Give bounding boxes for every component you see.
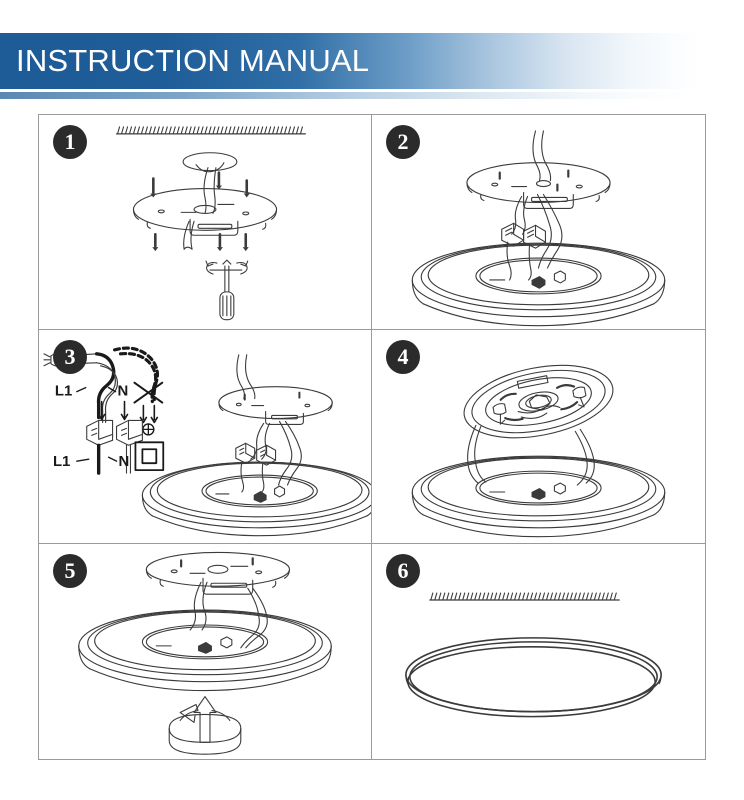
wire-label-neutral-top: N [118, 383, 129, 399]
page-title: INSTRUCTION MANUAL [16, 43, 370, 78]
ceiling-cable-outlet-icon [182, 152, 238, 214]
header-underbar [0, 92, 744, 99]
ceiling-hatching-icon [115, 126, 306, 135]
wire-label-live-top: L1 [55, 383, 72, 399]
panel-1-illustration [115, 126, 306, 321]
supply-cable-icon [236, 353, 256, 399]
instruction-panel-2: 2 [372, 115, 705, 330]
panel-6-illustration [405, 592, 662, 718]
direction-arrow-icon-group [97, 400, 129, 420]
terminal-connector-icon-2 [523, 224, 547, 281]
panel-4-illustration [411, 364, 666, 537]
fixture-base-icon [78, 609, 332, 692]
screw-icon-group-lower [152, 232, 249, 252]
rotate-arrow-icon [168, 704, 242, 756]
instruction-panel-6: 6 [372, 544, 705, 759]
mounting-plate-icon [218, 385, 333, 425]
neutral-wire-icon [96, 361, 119, 423]
fixture-base-icon [141, 461, 371, 536]
instruction-panel-5: 5 [39, 544, 372, 759]
live-wire-icon [94, 351, 116, 419]
terminal-connector-icon-1 [501, 222, 525, 281]
mounting-plate-icon [466, 162, 611, 209]
installed-fixture-icon [405, 637, 662, 718]
step-number-badge-2: 2 [386, 125, 420, 159]
terminal-connector-icon-live [86, 419, 114, 475]
step-number-badge-1: 1 [53, 125, 87, 159]
step-number-badge-5: 5 [53, 554, 87, 589]
fixture-cover-tilted-icon [463, 364, 614, 438]
panel-2-illustration [411, 130, 666, 327]
instruction-panel-grid: 1 [38, 114, 706, 760]
instruction-panel-1: 1 [39, 115, 372, 330]
panel-5-illustration [78, 552, 332, 756]
wire-label-live-bottom: L1 [53, 454, 70, 470]
instruction-panel-3: 3 [39, 329, 372, 545]
supply-cable-icon [532, 130, 552, 188]
fixture-base-icon [411, 455, 666, 537]
header-banner: INSTRUCTION MANUAL [0, 33, 744, 89]
step-number-badge-6: 6 [386, 554, 420, 589]
mounting-plate-icon [132, 187, 278, 250]
class-ii-double-insulation-icon [134, 441, 165, 471]
terminal-connector-icon-1 [235, 442, 256, 493]
wire-harness-icon [235, 420, 302, 493]
ceiling-hatching-icon [429, 592, 620, 601]
fixture-base-icon [411, 242, 666, 327]
screw-icon-group-upper [150, 171, 250, 198]
panel-3-illustration: L1 N L1 N [43, 346, 371, 536]
step-number-badge-4: 4 [386, 339, 420, 374]
terminal-connector-icon-neutral [116, 419, 143, 474]
instruction-panel-4: 4 [372, 330, 705, 545]
terminal-connector-icon-2 [256, 444, 277, 493]
mounting-plate-icon [145, 552, 291, 596]
wire-label-neutral-bottom: N [119, 454, 130, 470]
step-number-badge-3: 3 [53, 339, 87, 374]
screwdriver-icon [205, 259, 249, 321]
push-up-arrow-icon [193, 696, 217, 744]
earth-wire-crossed-out-icon [112, 346, 164, 436]
wire-harness-icon [501, 193, 563, 281]
